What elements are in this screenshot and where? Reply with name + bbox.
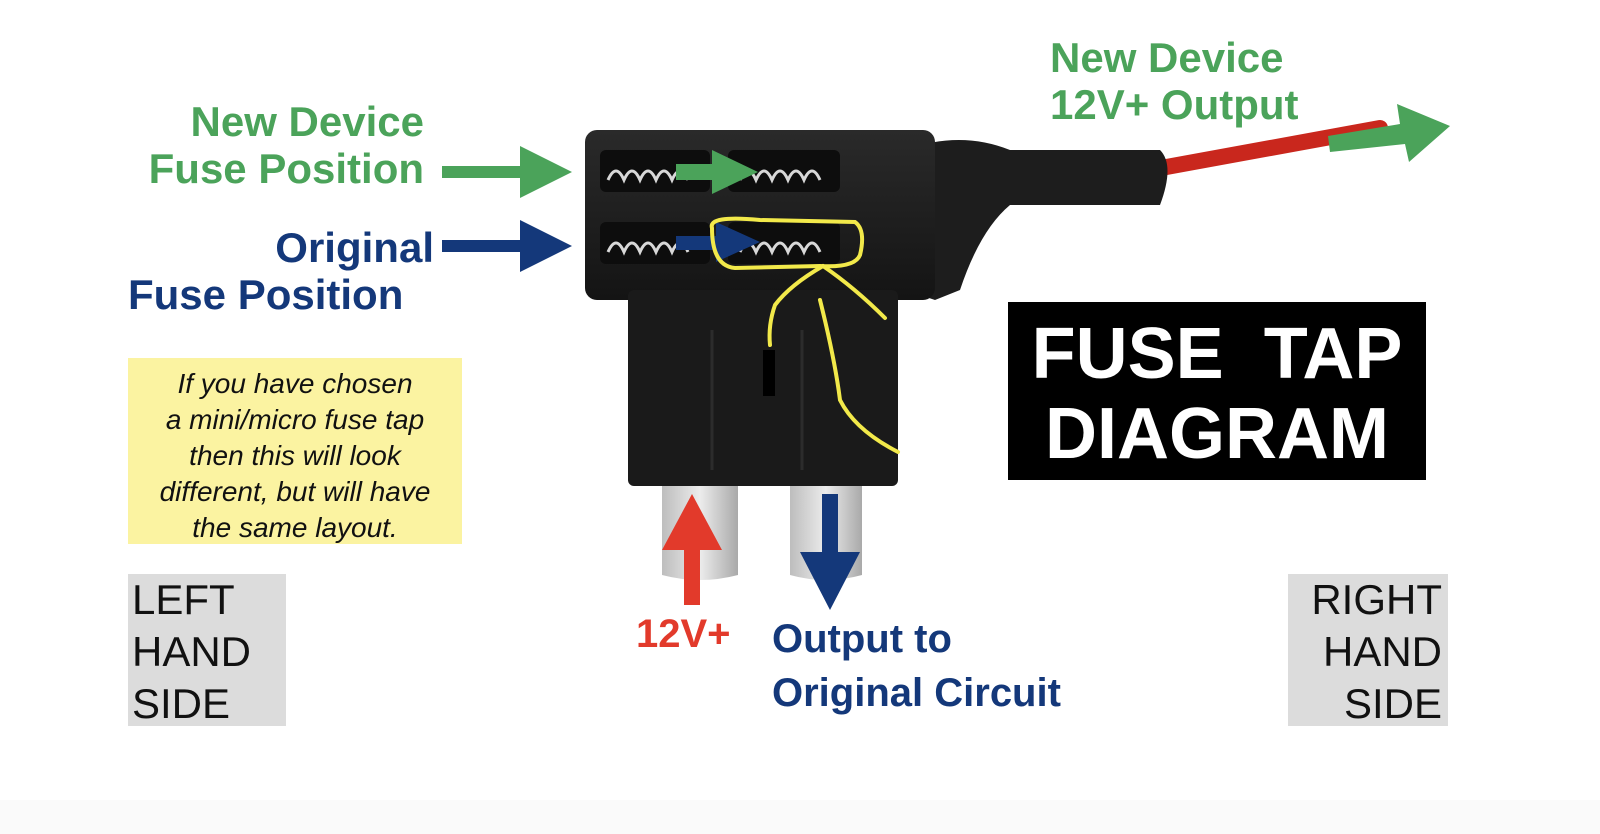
left-side-line-1: LEFT [132, 576, 235, 623]
new-device-output-label: New Device 12V+ Output [1050, 34, 1299, 129]
new-device-output-line-2: 12V+ Output [1050, 81, 1299, 129]
right-side-line-3: SIDE [1343, 680, 1442, 727]
red-arrow-icon [662, 494, 722, 605]
right-side-line-2: HAND [1322, 628, 1442, 675]
output-original-line-1: Output to [772, 617, 952, 661]
bottom-band [0, 800, 1600, 834]
new-device-fuse-position-label: New Device Fuse Position [128, 98, 424, 193]
new-device-fuse-line-1: New Device [190, 98, 424, 145]
note-line-4: different, but will have [159, 476, 431, 507]
note-box: If you have chosen a mini/micro fuse tap… [128, 358, 462, 544]
original-fuse-position-label: Original Fuse Position [128, 224, 434, 319]
right-hand-side-box: RIGHT HAND SIDE [1288, 574, 1448, 727]
output-original-line-2: Original Circuit [772, 671, 1061, 715]
title-line-2: DIAGRAM [1045, 394, 1389, 474]
new-device-fuse-line-2: Fuse Position [148, 145, 424, 193]
left-hand-side-box: LEFT HAND SIDE [128, 574, 286, 727]
original-fuse-line-1: Original [275, 224, 434, 271]
output-original-circuit-label: Output to Original Circuit [772, 612, 1061, 720]
original-fuse-line-2: Fuse Position [128, 271, 404, 319]
left-side-line-2: HAND [132, 628, 252, 675]
note-line-5: the same layout. [192, 512, 398, 543]
note-line-2: a mini/micro fuse tap [165, 404, 425, 435]
left-side-line-3: SIDE [132, 680, 231, 727]
navy-arrow-icon [442, 220, 860, 610]
new-device-output-line-1: New Device [1050, 34, 1284, 81]
highlight-annotation [709, 216, 900, 454]
title-line-1: FUSE TAP [1031, 314, 1403, 394]
green-arrow-icon [442, 104, 1450, 198]
note-line-1: If you have chosen [177, 368, 413, 399]
fuse-tap-diagram-title: FUSE TAP DIAGRAM [1008, 302, 1426, 480]
right-side-line-1: RIGHT [1311, 576, 1442, 623]
note-line-3: then this will look [189, 440, 401, 471]
input-12v-label: 12V+ [636, 612, 731, 656]
